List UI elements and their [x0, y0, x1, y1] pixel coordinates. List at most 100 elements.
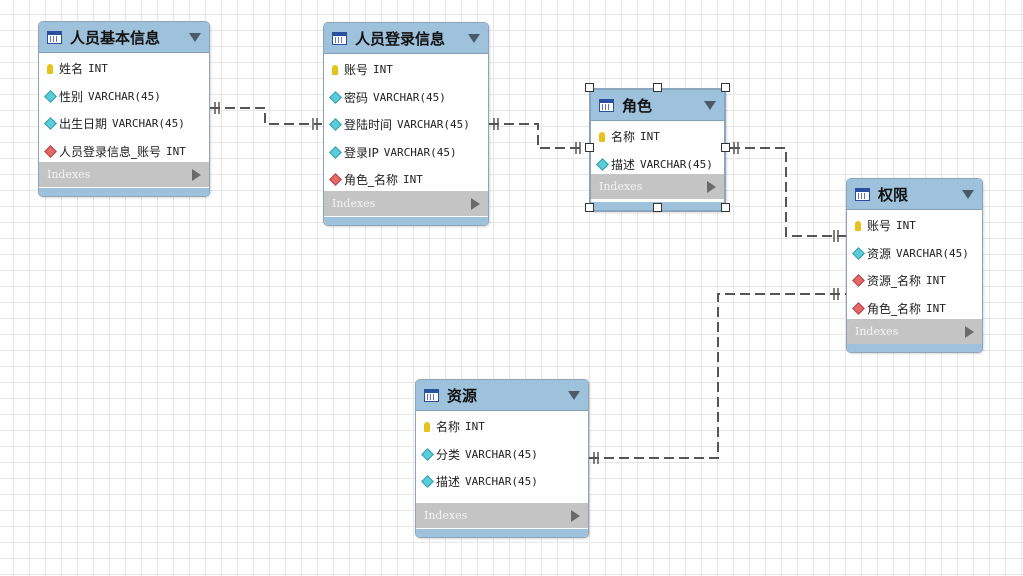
column-row[interactable]: 登陆时间 VARCHAR(45)	[324, 111, 488, 139]
indexes-label: Indexes	[332, 197, 376, 210]
resize-handle[interactable]	[721, 203, 730, 212]
primary-key-icon	[47, 63, 53, 74]
foreign-key-icon	[328, 173, 342, 187]
indexes-label: Indexes	[47, 168, 91, 181]
entity-footer	[39, 188, 209, 196]
resize-handle[interactable]	[653, 203, 662, 212]
column-name: 分类	[436, 447, 461, 462]
foreign-key-icon	[851, 274, 865, 288]
column-row[interactable]: 角色_名称 INT	[324, 166, 488, 194]
indexes-bar[interactable]: Indexes	[416, 503, 588, 528]
expand-arrow-icon[interactable]	[571, 509, 580, 522]
column-row[interactable]: 密码 VARCHAR(45)	[324, 84, 488, 112]
column-row[interactable]: 角色_名称 INT	[847, 295, 982, 323]
entity-header[interactable]: 人员基本信息	[39, 22, 209, 53]
column-name: 性别	[59, 89, 84, 104]
table-icon	[424, 388, 439, 402]
entity-header[interactable]: 角色	[591, 90, 724, 121]
column-row[interactable]: 人员登录信息_账号 INT	[39, 138, 209, 166]
column-row[interactable]: 账号 INT	[847, 212, 982, 240]
entity-permission[interactable]: 权限 账号 INT 资源 VARCHAR(45) 资源_名称 INT 角色_名称	[846, 178, 983, 353]
entity-role[interactable]: 角色 名称 INT 描述 VARCHAR(45) Indexes	[589, 88, 726, 212]
table-icon	[855, 187, 870, 201]
column-type: INT	[896, 219, 916, 233]
column-row[interactable]: 资源_名称 INT	[847, 267, 982, 295]
column-row[interactable]: 分类 VARCHAR(45)	[416, 441, 588, 469]
column-type: INT	[465, 420, 485, 434]
entity-title: 角色	[622, 96, 653, 115]
column-name: 资源	[867, 246, 892, 261]
column-name: 描述	[611, 157, 636, 172]
column-name: 密码	[344, 90, 369, 105]
entity-person-basic-info[interactable]: 人员基本信息 姓名 INT 性别 VARCHAR(45) 出生日期 VARCHA…	[38, 21, 210, 197]
column-row[interactable]: 登录IP VARCHAR(45)	[324, 139, 488, 167]
indexes-bar[interactable]: Indexes	[847, 319, 982, 344]
column-name: 角色_名称	[867, 301, 922, 316]
entity-footer	[324, 217, 488, 225]
entity-resource[interactable]: 资源 名称 INT 分类 VARCHAR(45) 描述 VARCHAR(45) …	[415, 379, 589, 538]
primary-key-icon	[599, 131, 605, 142]
table-icon	[47, 30, 62, 44]
column-row[interactable]: 描述 VARCHAR(45)	[591, 151, 724, 179]
table-icon	[599, 98, 614, 112]
resize-handle[interactable]	[585, 203, 594, 212]
column-name: 姓名	[59, 62, 84, 77]
column-name: 账号	[344, 63, 369, 78]
column-name: 名称	[436, 420, 461, 435]
primary-key-icon	[855, 220, 861, 231]
column-row[interactable]: 名称 INT	[591, 123, 724, 151]
indexes-bar[interactable]: Indexes	[39, 162, 209, 187]
expand-arrow-icon[interactable]	[192, 168, 201, 181]
resize-handle[interactable]	[585, 143, 594, 152]
column-name: 角色_名称	[344, 173, 399, 188]
entity-header[interactable]: 人员登录信息	[324, 23, 488, 54]
entity-person-login-info[interactable]: 人员登录信息 账号 INT 密码 VARCHAR(45) 登陆时间 VARCHA…	[323, 22, 489, 226]
resize-handle[interactable]	[585, 83, 594, 92]
column-row[interactable]: 名称 INT	[416, 413, 588, 441]
foreign-key-icon	[43, 144, 57, 158]
collapse-arrow-icon[interactable]	[704, 100, 716, 110]
resize-handle[interactable]	[721, 83, 730, 92]
indexes-bar[interactable]: Indexes	[591, 174, 724, 199]
column-name: 资源_名称	[867, 274, 922, 289]
column-row[interactable]: 描述 VARCHAR(45)	[416, 468, 588, 496]
column-type: VARCHAR(45)	[465, 447, 538, 461]
column-type: VARCHAR(45)	[383, 145, 457, 159]
column-row[interactable]: 账号 INT	[324, 56, 488, 84]
collapse-arrow-icon[interactable]	[189, 32, 201, 42]
entity-title: 人员登录信息	[355, 29, 446, 48]
resize-handle[interactable]	[721, 143, 730, 152]
column-diamond-icon	[595, 157, 609, 171]
entity-title: 资源	[447, 386, 478, 405]
column-name: 描述	[436, 475, 461, 490]
column-diamond-icon	[43, 89, 57, 103]
expand-arrow-icon[interactable]	[471, 197, 480, 210]
indexes-bar[interactable]: Indexes	[324, 191, 488, 216]
column-row[interactable]: 姓名 INT	[39, 55, 209, 83]
entity-header[interactable]: 权限	[847, 179, 982, 210]
column-type: VARCHAR(45)	[373, 90, 446, 104]
column-type: INT	[403, 173, 423, 187]
collapse-arrow-icon[interactable]	[468, 33, 480, 43]
expand-arrow-icon[interactable]	[707, 180, 716, 193]
entity-header[interactable]: 资源	[416, 380, 588, 411]
collapse-arrow-icon[interactable]	[568, 390, 580, 400]
column-row[interactable]: 资源 VARCHAR(45)	[847, 240, 982, 268]
entity-title: 权限	[878, 185, 909, 204]
column-name: 名称	[611, 130, 636, 145]
expand-arrow-icon[interactable]	[965, 325, 974, 338]
resize-handle[interactable]	[653, 83, 662, 92]
column-type: VARCHAR(45)	[465, 475, 538, 489]
collapse-arrow-icon[interactable]	[962, 189, 974, 199]
indexes-label: Indexes	[424, 509, 468, 522]
column-type: INT	[926, 301, 946, 315]
column-type: VARCHAR(45)	[896, 246, 969, 260]
column-name: 出生日期	[59, 117, 108, 132]
column-row[interactable]: 出生日期 VARCHAR(45)	[39, 110, 209, 138]
column-name: 人员登录信息_账号	[59, 144, 162, 159]
relation-line-login-role	[489, 123, 588, 149]
relation-line-basic-login	[210, 107, 322, 125]
column-name: 账号	[867, 219, 892, 234]
column-row[interactable]: 性别 VARCHAR(45)	[39, 83, 209, 111]
